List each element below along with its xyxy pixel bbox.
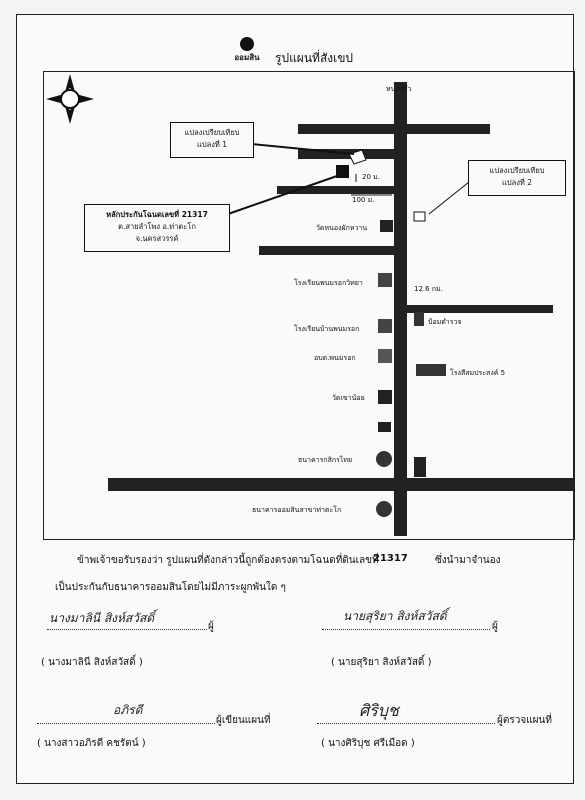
road [259,246,395,255]
page-title: รูปแผนที่สังเขป [275,51,354,65]
distance-100m: 100 ม. [352,196,375,204]
certification-line-2: เป็นประกันกับธนาคารออมสินโดยไม่มีภาระผูก… [55,582,286,593]
signer-role: ผู้ [492,621,498,632]
signature-1: นางมาลินี สิงห์สวัสดิ์ [49,611,155,625]
label-school-ban-phanom: โรงเรียนบ้านพนมรอก [294,325,360,333]
signature-3: อภิรดี [113,703,143,717]
label-obt: อบต.พนมรอก [314,354,356,362]
callout-line: จ.นครสวรรค์ [135,234,179,243]
signer-name-2: ( นายสุริยา สิงห์สวัสดิ์ ) [331,657,432,668]
label-wat-nong-phak: วัดหนองผักหวาน [316,224,368,232]
marker-school-1 [378,273,392,287]
marker-school-2 [378,319,392,333]
document-page: ออมสิน รูปแผนที่สังเขป [16,14,575,784]
callout-line: แปลงที่ 2 [502,178,532,187]
signature-line [47,629,207,630]
signer-name-4: ( นางศิริบุช ศรีเมือด ) [321,738,415,749]
callout-compare-plot-1: แปลงเปรียบเทียบ แปลงที่ 1 [170,122,254,158]
collateral-plot [336,165,349,178]
kbank-logo-icon [376,451,392,467]
certification-line-1: ข้าพเจ้าขอรับรองว่า รูปแผนที่ดังกล่าวนี้… [77,553,501,568]
label-school-phanom-witthaya: โรงเรียนพนมรอกวิทยา [294,279,363,287]
road-label-top: หนองบัว [386,85,412,93]
marker-unknown [378,422,391,432]
label-kbank: ธนาคารกสิกรไทย [298,456,353,464]
highway [108,478,574,491]
gsb-branch-icon [376,501,392,517]
compare-plot-2 [413,211,426,222]
main-road [394,82,407,536]
logo-brand-text: ออมสิน [234,53,260,62]
map-drawing [46,74,574,536]
callout-line: แปลงที่ 1 [197,140,227,149]
signer-name-1: ( นางมาลินี สิงห์สวัสดิ์ ) [41,657,143,668]
gsb-logo: ออมสิน [230,37,264,67]
label-police-box: ป้อมตำรวจ [428,318,462,326]
marker-kiosk [414,457,426,477]
marker-wat-nong-phak [380,220,393,232]
road [298,124,490,134]
label-gsb-branch: ธนาคารออมสินสาขาท่าตะโก [252,506,342,514]
compass-icon [46,74,94,124]
map-checker-role: ผู้ตรวจแผนที่ [497,715,552,726]
marker-wat-khao-noi [378,390,392,404]
callout-line: แปลงเปรียบเทียบ [184,128,240,137]
marker-rice-mill [416,364,446,376]
callout-line: หลักประกันโฉนดเลขที่ 21317 [106,210,208,219]
sketch-map: หนองบัว แปลงเปรียบเทียบ แปลงที่ 1 แปลงเป… [43,71,575,540]
callout-line: แปลงเปรียบเทียบ [489,166,545,175]
certification-text: ข้าพเจ้าขอรับรองว่า รูปแผนที่ดังกล่าวนี้… [77,555,379,566]
distance-12-6km: 12.6 กม. [414,285,443,293]
label-wat-khao-noi: วัดเขาน้อย [332,394,365,402]
road [407,305,553,313]
signature-2: นายสุริยา สิงห์สวัสดิ์ [343,609,447,623]
signer-name-3: ( นางสาวอภิรดี คชรัตน์ ) [37,738,146,749]
label-rice-mill: โรงสีสมประสงค์ 5 [450,369,506,377]
certification-text-end: ซึ่งนำมาจำนอง [435,555,501,566]
callout-compare-plot-2: แปลงเปรียบเทียบ แปลงที่ 2 [468,160,566,196]
signer-role: ผู้ [208,621,214,632]
callout-line: ต.สายลำโพง อ.ท่าตะโก [118,222,196,231]
signature-4: ศิริบุช [359,701,399,720]
signature-line [322,629,490,630]
deed-number: 21317 [373,553,408,564]
signature-line [37,723,215,724]
callout-collateral: หลักประกันโฉนดเลขที่ 21317 ต.สายลำโพง อ.… [84,204,230,252]
map-writer-role: ผู้เขียนแผนที่ [216,715,271,726]
distance-20m: 20 ม. [362,173,380,181]
marker-obt [378,349,392,363]
signature-line [317,723,495,724]
road [277,186,394,194]
marker-police [414,312,424,326]
